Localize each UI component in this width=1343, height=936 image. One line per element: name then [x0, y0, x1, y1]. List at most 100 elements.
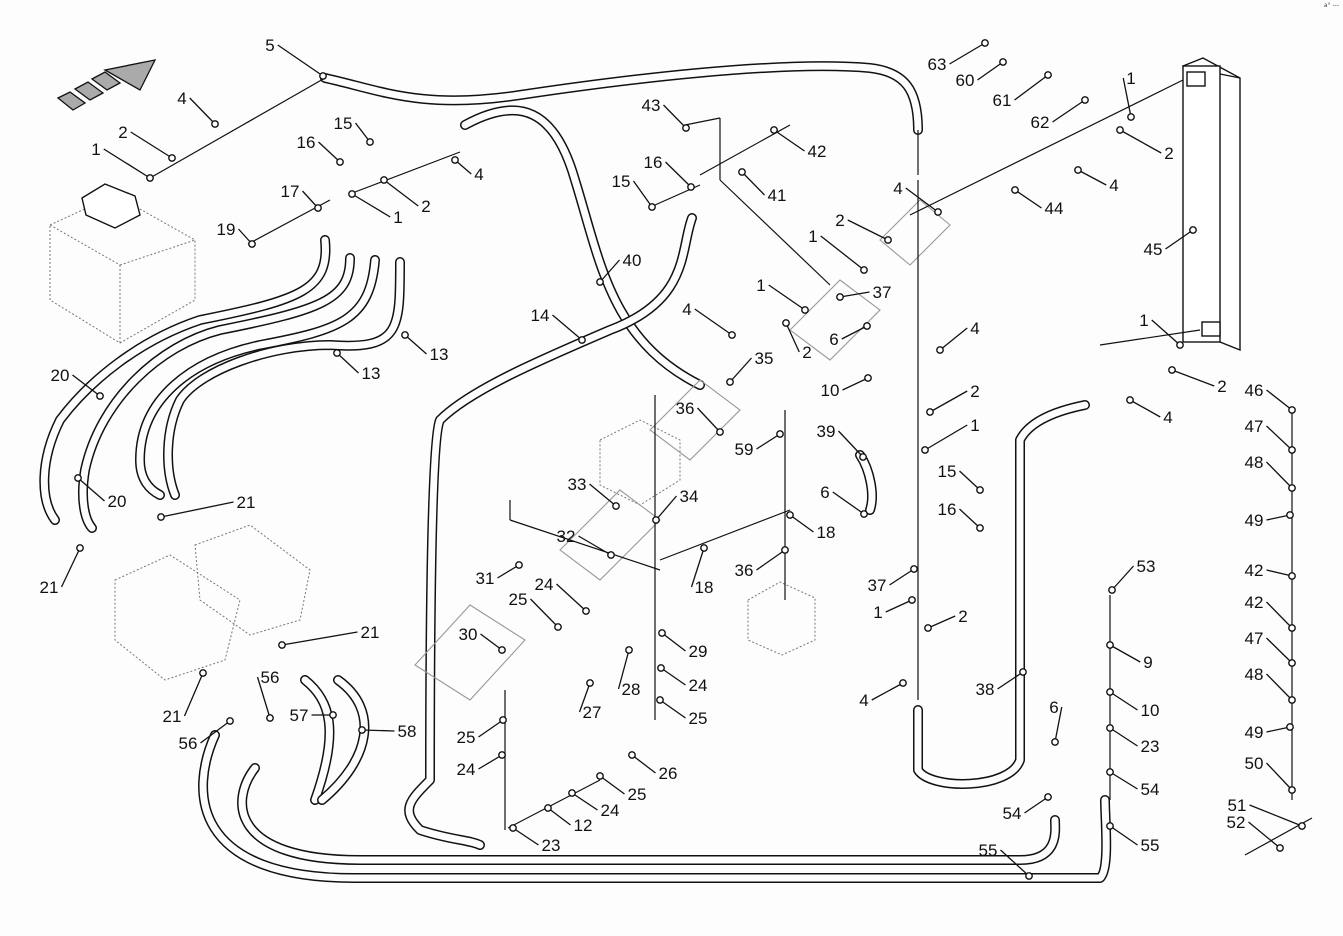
callout-2: 2 [924, 607, 968, 632]
part-marker [199, 669, 207, 677]
part-marker [1106, 768, 1114, 776]
callout-4: 4 [682, 300, 736, 339]
callout-label: 63 [928, 55, 947, 74]
callout-label: 6 [820, 483, 829, 502]
callout-label: 35 [755, 349, 774, 368]
callout-24: 24 [657, 664, 707, 695]
callout-label: 42 [1245, 593, 1264, 612]
part-marker [1286, 511, 1294, 519]
leader-line [1119, 129, 1162, 154]
leader-line [1266, 726, 1291, 733]
callout-label: 15 [612, 172, 631, 191]
callout-label: 42 [808, 142, 827, 161]
leader-line [281, 631, 358, 646]
part-marker [582, 607, 590, 615]
leader-line [773, 129, 805, 152]
part-marker [380, 176, 388, 184]
leader-line [820, 235, 865, 271]
leader-line [842, 377, 869, 391]
callout-4: 4 [1126, 396, 1173, 427]
callout-label: 53 [1137, 557, 1156, 576]
callout-label: 28 [622, 680, 641, 699]
leader-line [785, 322, 800, 353]
part-marker [863, 322, 871, 330]
hydraulic-tank-outline [49, 194, 196, 344]
callout-2: 2 [1116, 126, 1174, 163]
part-marker [358, 726, 366, 734]
callout-label: 21 [40, 578, 59, 597]
callout-4: 4 [936, 319, 980, 354]
callout-24: 24 [568, 789, 619, 820]
callout-label: 1 [1126, 69, 1135, 88]
callout-49: 49 [1245, 511, 1294, 530]
leader-line [632, 180, 653, 208]
part-marker [568, 789, 576, 797]
callout-label: 2 [1164, 144, 1173, 163]
part-marker [1081, 96, 1089, 104]
callout-label: 26 [659, 764, 678, 783]
callout-label: 38 [976, 680, 995, 699]
leader-line [578, 535, 612, 556]
gear-pump-upper [599, 419, 681, 506]
leader-line [589, 483, 617, 507]
leader-line [660, 667, 686, 686]
leader-line [690, 547, 705, 588]
part-marker [628, 751, 636, 759]
callout-5: 5 [265, 36, 327, 80]
part-marker [509, 824, 517, 832]
callout-26: 26 [628, 751, 678, 783]
callout-label: 14 [531, 306, 550, 325]
callout-2: 2 [380, 176, 431, 216]
part-marker [1106, 688, 1114, 696]
part-marker [1116, 126, 1124, 134]
part-marker [657, 664, 665, 672]
leader-line [841, 325, 868, 340]
callout-label: 10 [821, 381, 840, 400]
callout-2: 2 [835, 211, 892, 244]
part-marker [329, 711, 337, 719]
hose-core-2 [405, 214, 696, 849]
part-marker [146, 174, 154, 182]
callout-label: 18 [817, 523, 836, 542]
part-marker [498, 646, 506, 654]
callout-1: 1 [348, 190, 403, 227]
callout-19: 19 [217, 220, 256, 248]
callout-label: 54 [1003, 804, 1022, 823]
callout-label: 27 [583, 703, 602, 722]
main-pump-assembly [114, 524, 311, 681]
callout-label: 1 [970, 416, 979, 435]
part-marker [934, 208, 942, 216]
part-marker [652, 516, 660, 524]
callout-57: 57 [290, 706, 337, 725]
leader-line [1249, 804, 1303, 827]
part-marker [1044, 793, 1052, 801]
callout-label: 24 [535, 575, 554, 594]
leader-line [512, 827, 539, 846]
leader-line [1111, 565, 1134, 591]
callout-1: 1 [1139, 311, 1184, 349]
watermark-logo [414, 199, 951, 701]
leader-line [1266, 569, 1293, 577]
axis-line [507, 779, 601, 829]
callout-37: 37 [868, 565, 918, 595]
callout-label: 2 [802, 343, 811, 362]
callout-label: 15 [334, 114, 353, 133]
part-marker [1288, 786, 1296, 794]
hose-core-3 [40, 236, 330, 524]
part-marker [700, 544, 708, 552]
callout-13: 13 [333, 349, 380, 383]
leader-line [478, 719, 504, 738]
callout-39: 39 [817, 422, 867, 461]
callout-label: 21 [361, 623, 380, 642]
callout-30: 30 [459, 625, 506, 654]
leader-line [200, 720, 231, 744]
hose-core-0 [321, 62, 922, 134]
callout-38: 38 [976, 668, 1027, 699]
callout-12: 12 [544, 804, 592, 835]
callout-10: 10 [821, 374, 872, 400]
part-marker [1288, 446, 1296, 454]
callout-28: 28 [617, 646, 641, 699]
part-marker [981, 39, 989, 47]
callout-4: 4 [859, 679, 907, 710]
part-marker [770, 126, 778, 134]
